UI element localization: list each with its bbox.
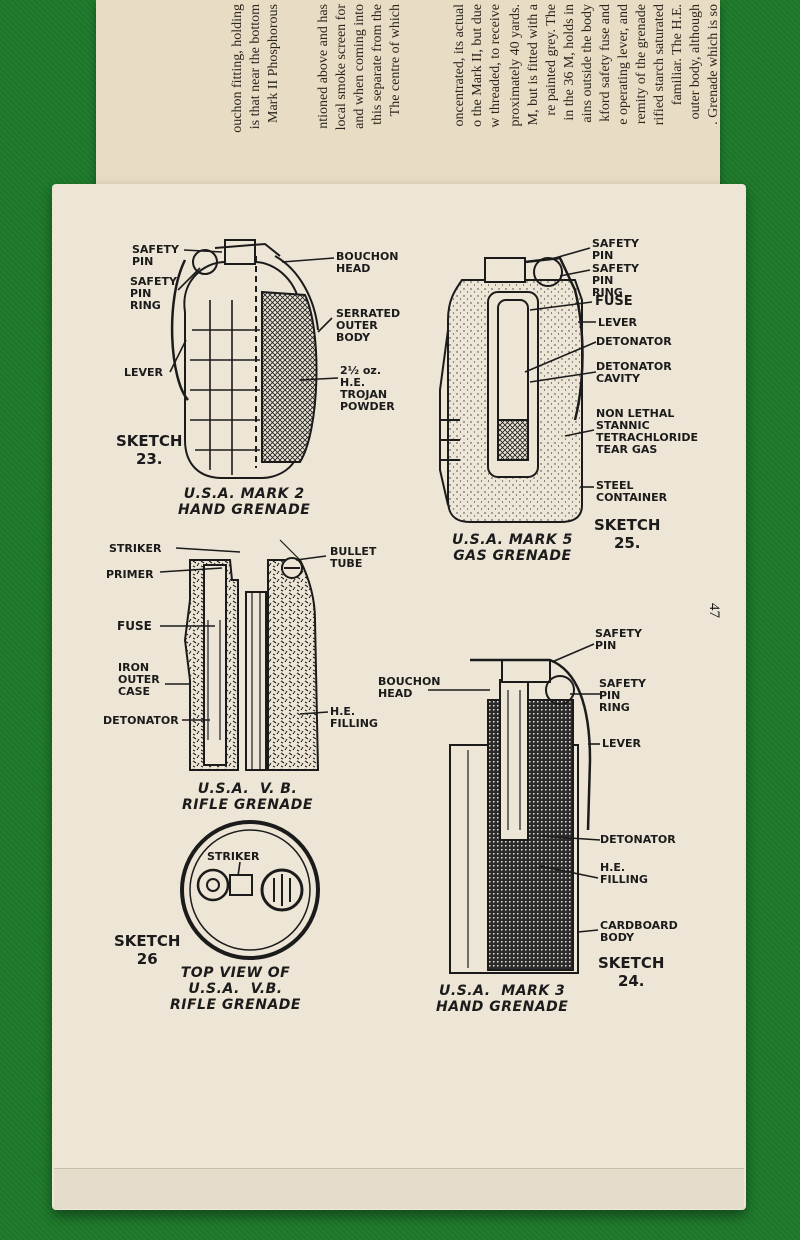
sketch-25-label: SKETCH 25.: [594, 516, 661, 552]
caption-mark-3: U.S.A. MARK 3 HAND GRENADE: [436, 983, 569, 1015]
booklet-page: [52, 184, 746, 1210]
label-detonator: DETONATOR: [596, 335, 672, 348]
label-bullet-tube: BULLET TUBE: [330, 545, 377, 570]
label-striker: STRIKER: [109, 542, 162, 555]
mark2-grenade-drawing: [170, 239, 319, 479]
label-safety-pin-ring: SAFETY PIN RING: [599, 677, 646, 714]
label-fuse: FUSE: [117, 619, 152, 633]
label-bouchon-head: BOUCHON HEAD: [378, 675, 441, 700]
page-number: 47: [706, 603, 722, 618]
label-detonator: DETONATOR: [600, 833, 676, 846]
vb-rifle-grenade-drawing: [183, 539, 320, 771]
label-detonator-cavity: DETONATOR CAVITY: [596, 360, 672, 385]
label-serrated-outer-body: SERRATED OUTER BODY: [336, 307, 401, 344]
label-lever: LEVER: [598, 316, 638, 329]
caption-top-view: TOP VIEW OF U.S.A. V.B. RIFLE GRENADE: [170, 965, 301, 1013]
label-he-filling: H.E. FILLING: [600, 861, 648, 886]
label-lever: LEVER: [602, 737, 642, 750]
label-safety-pin: SAFETY PIN: [132, 243, 179, 268]
label-safety-pin-ring: SAFETY PIN RING: [130, 275, 177, 312]
page-stack-edge: [54, 1168, 744, 1209]
sketch-24-label: SKETCH 24.: [598, 954, 665, 990]
back-page: Mark II Phosphorous is that near the bot…: [96, 0, 720, 188]
label-cardboard-body: CARDBOARD BODY: [600, 919, 678, 944]
label-bouchon-head: BOUCHON HEAD: [336, 250, 399, 275]
label-striker: STRIKER: [207, 850, 260, 863]
label-fuse: FUSE: [595, 294, 633, 309]
label-safety-pin-ring: SAFETY PIN RING: [592, 262, 639, 299]
label-safety-pin: SAFETY PIN: [592, 237, 639, 262]
label-detonator: DETONATOR: [103, 714, 179, 727]
label-safety-pin: SAFETY PIN: [595, 627, 642, 652]
sketch-23-label: SKETCH 23.: [116, 432, 183, 468]
label-trojan-powder: 2½ oz. H.E. TROJAN POWDER: [340, 364, 395, 413]
sketch-26-label: SKETCH 26: [114, 932, 181, 968]
label-he-filling: H.E. FILLING: [330, 705, 378, 730]
leader-lines: [159, 247, 601, 933]
label-primer: PRIMER: [106, 568, 154, 581]
caption-vb-rifle-grenade: U.S.A. V. B. RIFLE GRENADE: [182, 781, 313, 813]
label-steel-container: STEEL CONTAINER: [596, 479, 668, 504]
vb-top-view-drawing: [180, 820, 320, 960]
label-lever: LEVER: [124, 366, 164, 379]
caption-mark-2: U.S.A. MARK 2 HAND GRENADE: [178, 486, 311, 518]
label-tear-gas: NON LETHAL STANNIC TETRACHLORIDE TEAR GA…: [596, 407, 698, 456]
label-iron-outer-case: IRON OUTER CASE: [118, 661, 160, 698]
mark3-grenade-drawing: [449, 658, 592, 974]
caption-mark-5: U.S.A. MARK 5 GAS GRENADE: [452, 532, 573, 564]
mark5-grenade-drawing: [439, 256, 584, 523]
